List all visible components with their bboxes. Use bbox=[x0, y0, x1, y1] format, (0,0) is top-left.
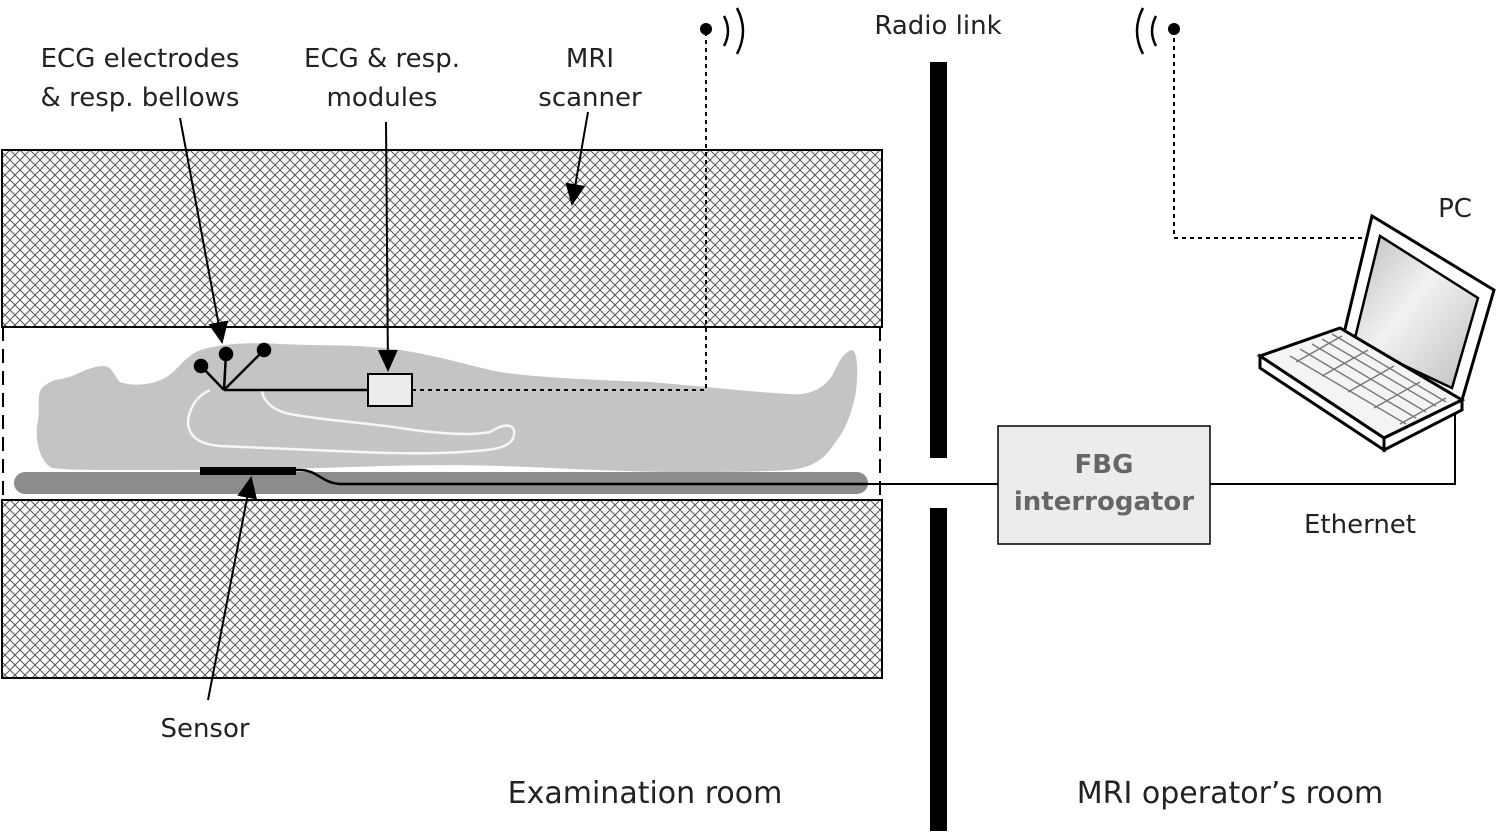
label-ecg-modules: ECG & resp. modules bbox=[304, 44, 460, 113]
electrode-dot bbox=[218, 346, 234, 362]
sensor-strip bbox=[200, 467, 296, 475]
label-fbg-interrogator: FBG interrogator bbox=[1013, 450, 1195, 517]
room-wall-upper bbox=[930, 62, 947, 458]
label-examination-room: Examination room bbox=[507, 776, 783, 811]
ecg-module-box bbox=[367, 373, 413, 407]
laptop-icon bbox=[1256, 213, 1496, 453]
scanner-bottom-block bbox=[1, 499, 883, 679]
patient-arm-outline bbox=[186, 388, 516, 455]
electrode-dot bbox=[193, 358, 209, 374]
ethernet-cable bbox=[1210, 392, 1456, 485]
label-ecg-electrodes: ECG electrodes & resp. bellows bbox=[40, 44, 240, 113]
antenna-left-icon bbox=[700, 7, 745, 55]
arrow-mri-scanner bbox=[565, 111, 589, 206]
arrow-sensor bbox=[207, 476, 258, 701]
label-pc: PC bbox=[1438, 194, 1472, 224]
fbg-interrogator-box bbox=[997, 425, 1211, 545]
antenna-right-icon bbox=[1135, 7, 1180, 55]
arrow-ecg-modules bbox=[377, 121, 398, 372]
patient-silhouette bbox=[36, 343, 858, 472]
module-radio-line bbox=[412, 30, 707, 391]
electrode-dot bbox=[256, 342, 272, 358]
label-mri-scanner: MRI scanner bbox=[538, 44, 642, 113]
label-ethernet: Ethernet bbox=[1304, 510, 1416, 540]
label-sensor: Sensor bbox=[160, 714, 250, 744]
scanner-top-block bbox=[1, 149, 883, 328]
sensor-fiber bbox=[200, 468, 868, 486]
room-wall-lower bbox=[930, 508, 947, 831]
pc-radio-line bbox=[1173, 30, 1366, 239]
ecg-electrodes bbox=[193, 342, 368, 392]
label-operator-room: MRI operator’s room bbox=[1076, 776, 1384, 811]
label-radio-link: Radio link bbox=[874, 11, 1002, 41]
arrow-ecg-electrodes bbox=[179, 117, 229, 344]
